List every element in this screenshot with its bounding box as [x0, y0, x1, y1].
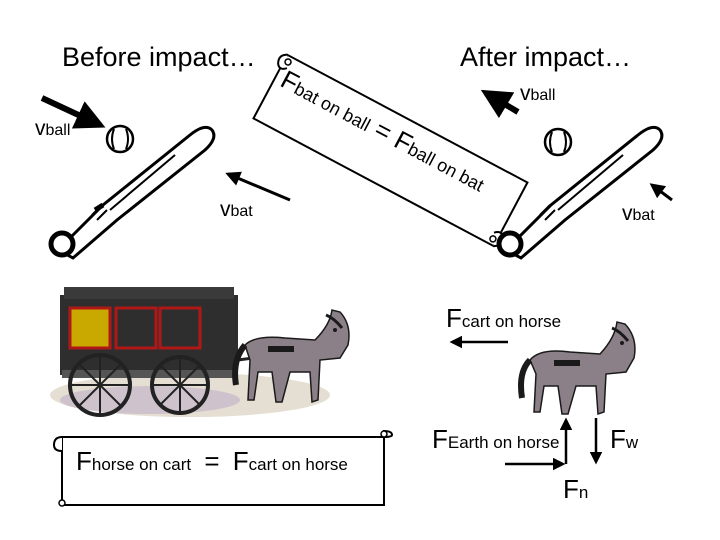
cart-on-horse-label: Fcart on horse [446, 303, 562, 333]
before-bat-velocity-arrow [225, 171, 291, 202]
after-baseball-icon [543, 127, 573, 157]
after-bat-velocity-arrow [649, 183, 673, 202]
horse-cart-scroll [52, 429, 394, 507]
after-impact-title: After impact… [460, 42, 632, 72]
horse-icon [518, 321, 636, 416]
before-v-bat-label: vbat [220, 198, 253, 221]
normal-force-label: Fn [563, 474, 589, 504]
before-baseball-icon [105, 124, 135, 154]
after-ball-velocity-arrow [480, 89, 520, 119]
horse-cart-illustration [50, 287, 350, 417]
after-v-ball-label: vball [520, 82, 556, 105]
before-impact-title: Before impact… [62, 42, 256, 72]
before-bat-icon [48, 125, 216, 260]
after-bat-icon [496, 125, 664, 260]
before-ball-velocity-arrow [40, 95, 106, 129]
earth-on-horse-label: FEarth on horse [432, 424, 560, 454]
horse-cart-equation: Fhorse on cart = Fcart on horse [76, 446, 348, 476]
after-v-bat-label: vbat [622, 202, 655, 225]
weight-label: Fw [610, 424, 639, 454]
before-v-ball-label: vball [35, 117, 71, 140]
